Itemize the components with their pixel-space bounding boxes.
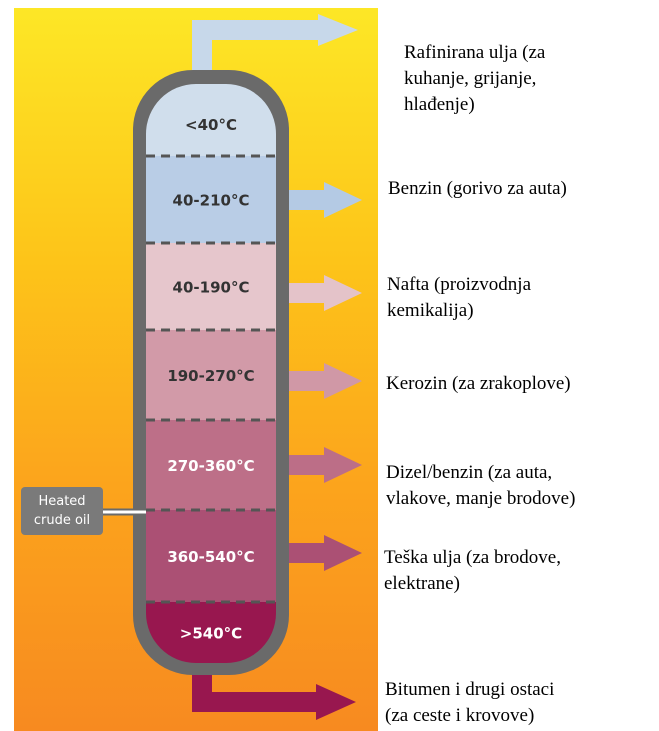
feed-label-line-2: crude oil: [34, 513, 90, 528]
column-section-4: [146, 420, 276, 510]
column-section-6: [146, 602, 276, 663]
arrow-shaft-4: [285, 455, 325, 475]
product-label-0: Rafinirana ulja (za kuhanje, grijanje, h…: [404, 42, 546, 115]
product-label-4: Dizel/benzin (za auta, vlakove, manje br…: [386, 462, 576, 509]
column-section-5: [146, 510, 276, 602]
product-label-5: Teška ulja (za brodove, elektrane): [384, 547, 561, 594]
temperature-label-4: 270-360°C: [167, 457, 254, 475]
arrow-shaft-2: [285, 283, 325, 303]
arrow-head-1: [324, 182, 362, 218]
column-section-2: [146, 243, 276, 330]
product-label-3: Kerozin (za zrakoplove): [386, 373, 571, 394]
product-label-1: Benzin (gorivo za auta): [388, 178, 567, 199]
temperature-label-6: >540°C: [180, 625, 242, 643]
temperature-label-5: 360-540°C: [167, 548, 254, 566]
arrow-head-5: [324, 535, 362, 571]
arrow-0: [318, 14, 358, 46]
arrow-shaft-5: [285, 543, 325, 563]
arrow-head-2: [324, 275, 362, 311]
product-label-2: Nafta (proizvodnja kemikalija): [387, 274, 532, 321]
column-section-3: [146, 330, 276, 420]
feed-box: [21, 487, 103, 535]
temperature-label-2: 40-190°C: [173, 279, 250, 297]
arrow-shaft-3: [285, 371, 325, 391]
feed-label-line-1: Heated: [38, 494, 85, 509]
temperature-label-0: <40°C: [185, 116, 237, 134]
temperature-label-3: 190-270°C: [167, 367, 254, 385]
arrow-head-4: [324, 447, 362, 483]
product-label-6: Bitumen i drugi ostaci (za ceste i krovo…: [385, 679, 555, 726]
arrow-head-3: [324, 363, 362, 399]
arrow-shaft-1: [285, 190, 325, 210]
column-section-0: [146, 84, 276, 156]
column-section-1: [146, 156, 276, 243]
arrow-6: [316, 684, 356, 720]
temperature-label-1: 40-210°C: [173, 192, 250, 210]
